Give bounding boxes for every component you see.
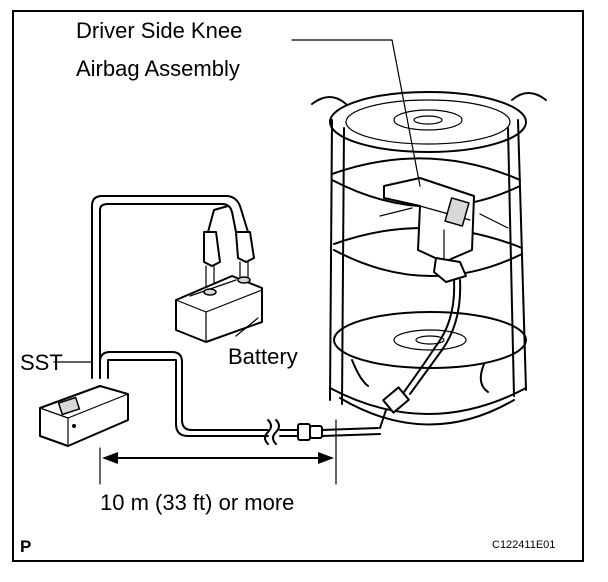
- figure-code: C122411E01: [492, 539, 555, 551]
- airbag-harness: [379, 279, 462, 429]
- distance-label: 10 m (33 ft) or more: [100, 490, 294, 515]
- long-lead-wire: [99, 351, 381, 437]
- knee-airbag-module: [379, 177, 509, 283]
- airbag-label-line2: Airbag Assembly: [76, 56, 240, 81]
- corner-mark: P: [20, 537, 31, 556]
- wire-break-marks: [264, 419, 280, 445]
- battery-label: Battery: [228, 344, 298, 369]
- airbag-label-line1: Driver Side Knee: [76, 18, 242, 43]
- in-line-connector: [297, 423, 323, 441]
- sst-unit: [39, 385, 129, 447]
- battery: [175, 275, 263, 343]
- figure-frame: [12, 10, 584, 562]
- battery-lead-wire: [91, 195, 249, 379]
- distance-dimension: [99, 419, 337, 485]
- test-cage: [311, 91, 547, 426]
- battery-leader-line: [235, 317, 259, 337]
- sst-label: SST: [20, 350, 63, 375]
- battery-clips: [203, 231, 255, 295]
- airbag-leader-line: [291, 39, 421, 187]
